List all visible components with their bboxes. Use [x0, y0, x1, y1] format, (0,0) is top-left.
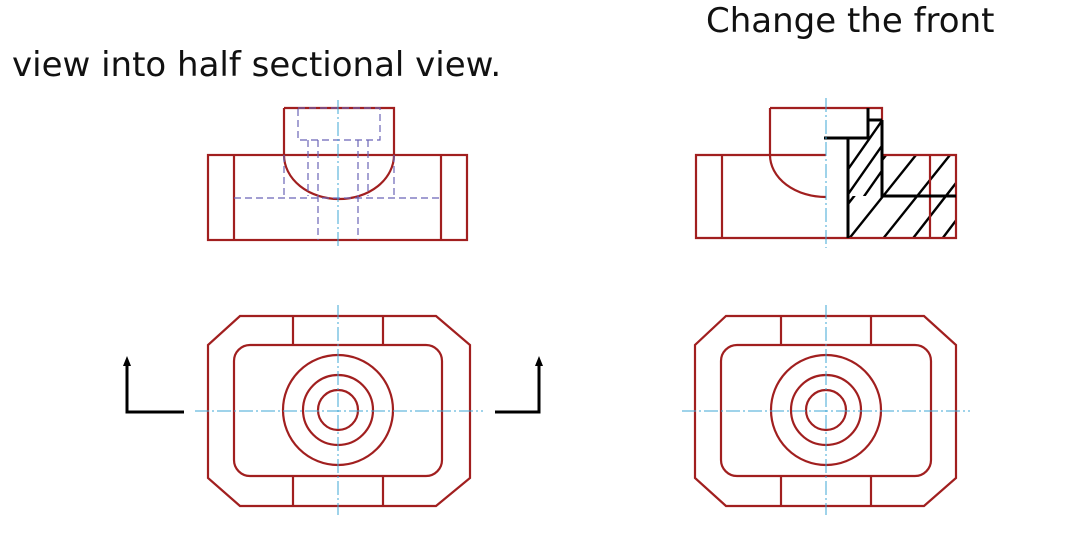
cutting-plane-marker-right	[495, 356, 543, 414]
answer-front-view	[694, 98, 958, 248]
answer-section-boundary	[824, 108, 956, 238]
answer-top-view	[682, 305, 970, 515]
top-view-centerlines	[195, 305, 483, 515]
arrow-up-icon	[535, 356, 543, 366]
arrow-up-icon	[123, 356, 131, 366]
given-front-view	[206, 100, 469, 248]
answer-top-centerlines	[682, 305, 970, 515]
instruction-line-1: Change the front	[706, 1, 995, 41]
cutting-plane-marker-left	[123, 356, 184, 414]
answer-outline-left	[694, 106, 827, 240]
answer-hatch-area	[848, 120, 956, 238]
given-top-view	[123, 305, 543, 515]
instruction-line-2: view into half sectional view.	[12, 45, 502, 85]
